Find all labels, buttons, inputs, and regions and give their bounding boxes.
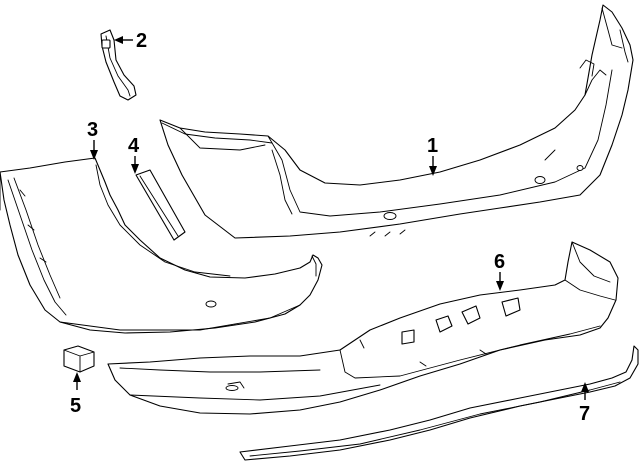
arrow-3 [90, 150, 98, 160]
part-4-strip [135, 169, 186, 241]
callout-6: 6 [494, 251, 505, 273]
callout-1: 1 [427, 135, 438, 157]
part-5-clip [63, 345, 95, 373]
arrow-5 [73, 372, 81, 382]
part-3-bumper-extension [0, 157, 323, 334]
part-6-lower-valance [107, 241, 619, 415]
arrow-2 [114, 36, 123, 44]
callout-labels: 1 2 3 4 5 6 7 [70, 30, 590, 425]
arrow-6 [496, 281, 504, 291]
callout-7: 7 [579, 403, 590, 425]
callout-2: 2 [136, 30, 147, 52]
callout-3: 3 [87, 119, 98, 141]
callout-leaders [73, 36, 589, 400]
part-1-bumper-cover [159, 4, 634, 239]
arrow-4 [131, 164, 139, 174]
arrow-1 [429, 166, 437, 176]
arrow-7 [581, 382, 589, 392]
callout-5: 5 [70, 395, 81, 417]
callout-4: 4 [128, 135, 140, 157]
